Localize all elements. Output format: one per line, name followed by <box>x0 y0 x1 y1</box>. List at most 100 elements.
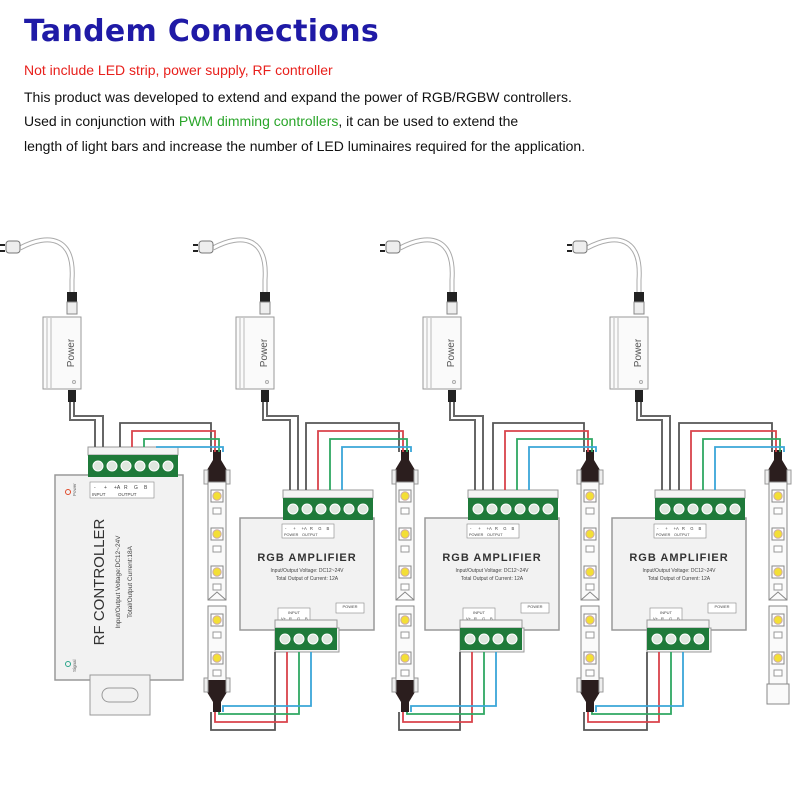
dc-wire-neg <box>69 402 96 447</box>
strip-connector <box>580 680 600 712</box>
power-label: Power <box>446 338 457 367</box>
terminal-pin-label: G <box>690 526 693 531</box>
strip-cut <box>395 591 415 601</box>
input-pin-label: B <box>677 616 680 621</box>
resistor <box>212 507 222 515</box>
resistor <box>212 669 222 677</box>
resistor <box>585 545 595 553</box>
resistor <box>212 545 222 553</box>
led-icon <box>773 567 783 577</box>
plug-prong <box>380 244 385 246</box>
power-label: POWER <box>527 604 542 609</box>
resistor <box>585 669 595 677</box>
screw-icon <box>492 633 504 645</box>
rgb-wire <box>714 446 785 490</box>
dc-output-connector <box>448 390 456 402</box>
resistor <box>400 507 410 515</box>
terminal-group-label: POWER <box>284 533 299 537</box>
screw-icon <box>514 503 526 515</box>
amplifier-spec-current: Total Output of Current: 12A <box>648 576 711 582</box>
terminal-group-label: OUTPUT <box>118 492 137 497</box>
power-led-label: Power <box>72 483 77 496</box>
power-label-box <box>335 602 365 614</box>
amplifier-spec-current: Total Output of Current: 12A <box>276 576 339 582</box>
resistor <box>585 583 595 591</box>
rgb-wire-return <box>587 652 660 723</box>
terminal-pin-label: G <box>134 485 138 491</box>
strip-connector-top-3 <box>576 450 604 485</box>
terminal-pin-label: - <box>657 526 659 531</box>
rgb-wire-return <box>410 652 497 712</box>
dc-connector <box>447 292 457 302</box>
power-label-box <box>520 602 550 614</box>
dc-wire-pos <box>266 402 299 490</box>
input-label: INPUT <box>473 610 486 615</box>
screw-icon <box>665 633 677 645</box>
terminal-pin-label: - <box>285 526 287 531</box>
amplifier-spec-current: Total Output of Current: 12A <box>461 576 524 582</box>
power-label: POWER <box>714 604 729 609</box>
rgb-wire-return <box>398 652 461 731</box>
plug-prong <box>567 250 572 252</box>
mounting-slot <box>101 687 139 703</box>
terminal-pin-label: R <box>124 485 128 491</box>
strip-connector-bottom-3 <box>576 677 604 712</box>
resistor <box>773 507 783 515</box>
input-pin-label: G <box>669 616 672 621</box>
terminal-pin-label: R <box>310 526 313 531</box>
dc-output-connector <box>261 390 269 402</box>
strip-connector <box>768 450 788 482</box>
terminal-pin-label: +A <box>674 526 679 531</box>
dc-connector-body <box>446 301 458 315</box>
rgb-wire-return <box>222 652 312 712</box>
screw-icon <box>679 633 691 645</box>
clip-tab <box>598 469 604 485</box>
clip-tab <box>391 469 397 485</box>
dc-wire-pos <box>73 402 104 447</box>
rgb-wire <box>317 430 404 490</box>
terminal-pin-label: B <box>699 526 702 531</box>
clip-tab <box>391 677 397 693</box>
description-line-1: This product was developed to extend and… <box>24 89 572 105</box>
dc-output-connector <box>68 390 76 402</box>
led-strip-upper-4 <box>768 481 788 601</box>
plug-icon <box>385 240 401 254</box>
led-icon <box>400 653 410 663</box>
input-pin-label: B <box>305 616 308 621</box>
led-icon <box>585 529 595 539</box>
rgb-wire <box>119 422 212 452</box>
resistor <box>212 631 222 639</box>
power-label: POWER <box>342 604 357 609</box>
terminal-pin-label: + <box>293 526 296 531</box>
rgb-wire-return <box>595 652 684 712</box>
screw-icon <box>486 503 498 515</box>
power-led <box>72 380 76 384</box>
power-supply-3: Power <box>380 237 462 402</box>
terminal-block <box>460 628 522 650</box>
description-line-2: Used in conjunction with PWM dimming con… <box>24 113 518 129</box>
amplifier-spec-voltage: Input/Output Voltage: DC12~24V <box>643 568 717 574</box>
clip-tab <box>225 469 231 485</box>
amplifier-input-terminal <box>282 489 374 520</box>
terminal-pin-label: +A <box>302 526 307 531</box>
clip-tab <box>786 469 792 485</box>
screw-icon <box>357 503 369 515</box>
screw-icon <box>659 503 671 515</box>
rgb-wire <box>528 446 597 490</box>
resistor <box>773 631 783 639</box>
terminal-cap <box>646 619 710 629</box>
pwm-highlight: PWM dimming controllers <box>178 113 339 129</box>
led-strip-upper-3 <box>580 481 600 601</box>
power-supply-4: Power <box>567 237 649 402</box>
screw-icon <box>651 633 663 645</box>
power-supply-1: Power <box>0 237 82 402</box>
led-strip-lower-3 <box>580 605 600 687</box>
screw-icon <box>148 460 160 472</box>
rf-controller-terminal <box>87 446 179 477</box>
rgb-wire <box>305 422 400 490</box>
rf-controller-name: RF CONTROLLER <box>91 518 108 645</box>
amplifier-name: RGB AMPLIFIER <box>257 552 356 564</box>
terminal-pin-label: + <box>104 485 107 491</box>
ac-cable-inner <box>399 238 454 300</box>
resistor <box>773 545 783 553</box>
